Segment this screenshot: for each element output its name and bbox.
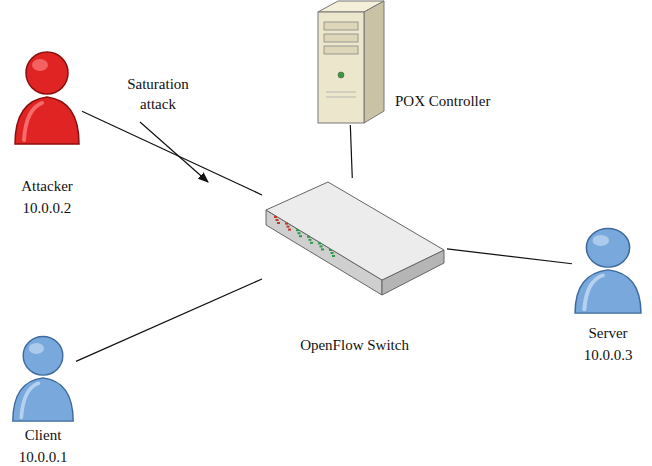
link-line (76, 279, 262, 361)
node-label-block: POX Controller (395, 90, 490, 112)
node-label-block: Attacker10.0.0.2 (21, 175, 73, 219)
node-name: Attacker (21, 175, 73, 197)
attacker-person: Attacker10.0.0.2 (12, 45, 82, 145)
node-name: Server (584, 322, 633, 344)
node-label-block: Server10.0.0.3 (584, 322, 633, 366)
openflow-switch-icon (262, 178, 447, 298)
attack-arrow (140, 122, 208, 182)
openflow-switch: OpenFlow Switch (262, 178, 447, 298)
ip-address: 10.0.0.1 (19, 446, 68, 466)
node-label-block: Client10.0.0.1 (19, 424, 68, 466)
server-person-icon (572, 222, 644, 314)
ip-address: 10.0.0.3 (584, 344, 633, 366)
controller-server-icon (308, 0, 388, 125)
link-line (447, 249, 572, 264)
ip-address: 10.0.0.2 (21, 197, 73, 219)
controller-server: POX Controller (308, 0, 388, 125)
link-line (82, 111, 262, 195)
attack-label: Saturation attack (112, 74, 204, 114)
client-person-icon (10, 330, 76, 422)
node-label-block: OpenFlow Switch (300, 334, 409, 356)
node-name: OpenFlow Switch (300, 334, 409, 356)
link-line (350, 125, 352, 178)
server-person: Server10.0.0.3 (572, 222, 644, 314)
node-name: POX Controller (395, 90, 490, 112)
client-person: Client10.0.0.1 (10, 330, 76, 422)
attacker-person-icon (12, 45, 82, 145)
node-name: Client (19, 424, 68, 446)
